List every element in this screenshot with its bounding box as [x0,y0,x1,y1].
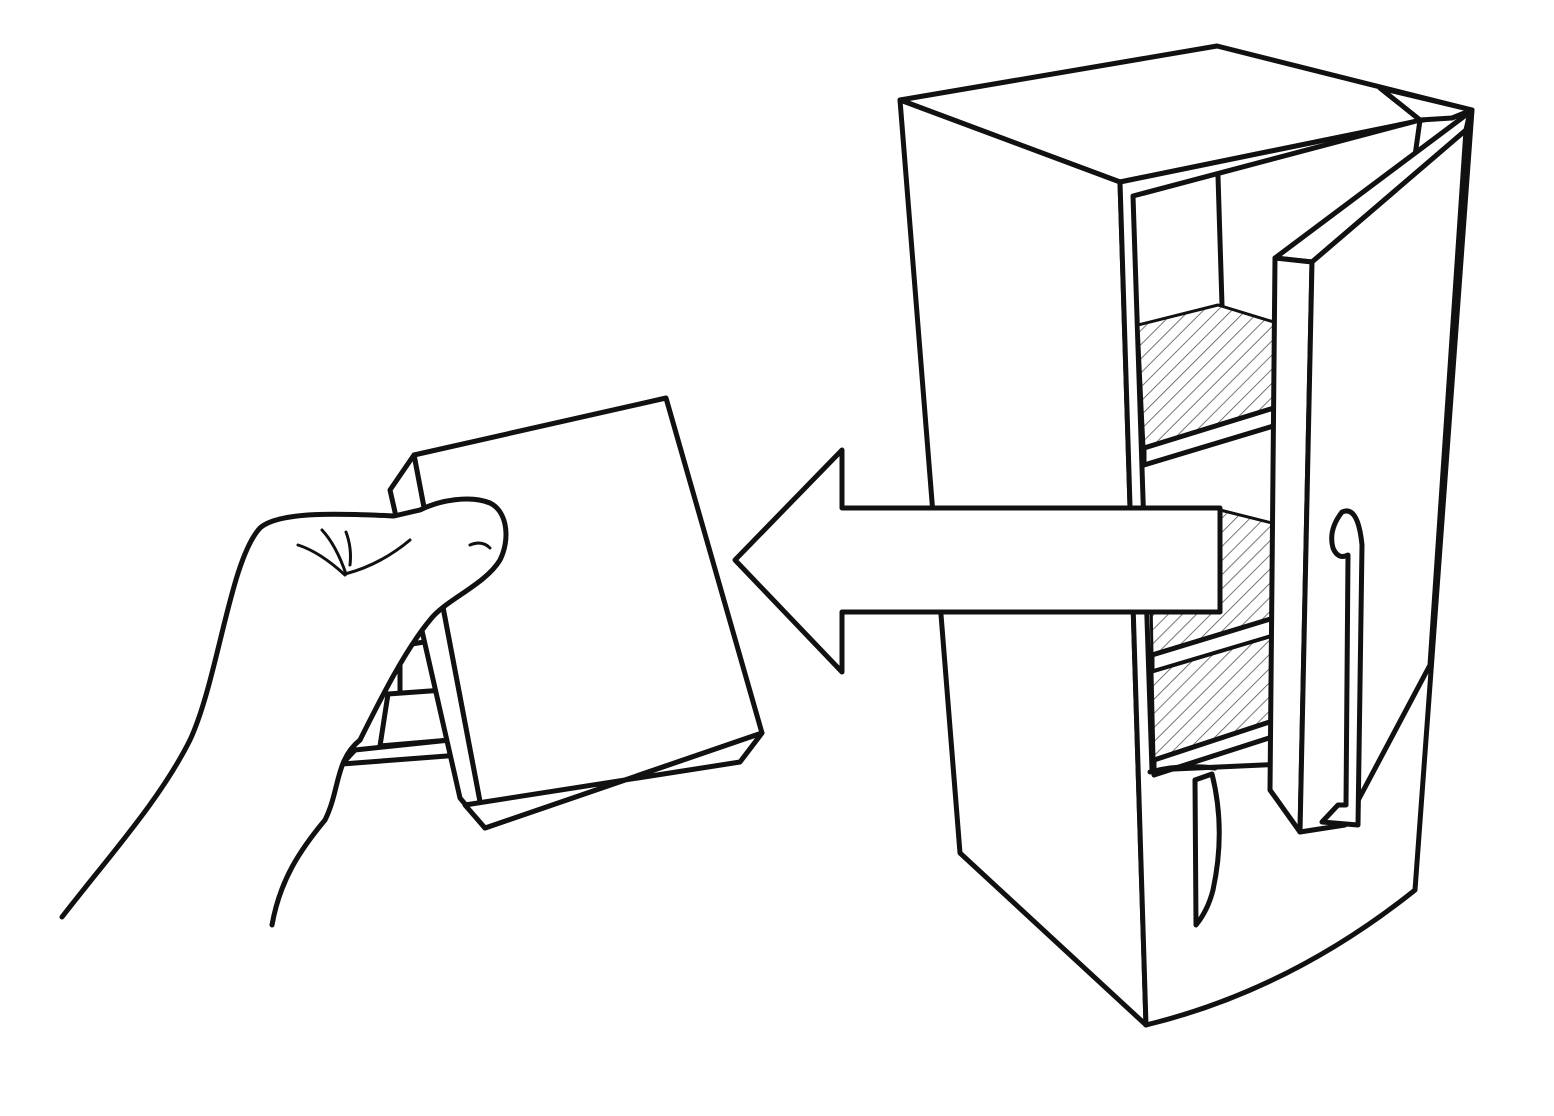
hand-creases [296,528,492,577]
refrigerator-icon [897,43,1475,1028]
refrigerator-drawer-handle [1192,771,1222,928]
box-icon [387,395,765,831]
hand-holding-box-icon [59,395,765,928]
refrigerator-lower-door-edge [1147,764,1218,775]
refrigerator-door [1267,85,1475,835]
arrow-left-icon [732,447,1223,675]
hand-palm [59,496,509,928]
refrigerator-door-handle [1319,508,1365,828]
interior-back-edge [1215,173,1225,308]
